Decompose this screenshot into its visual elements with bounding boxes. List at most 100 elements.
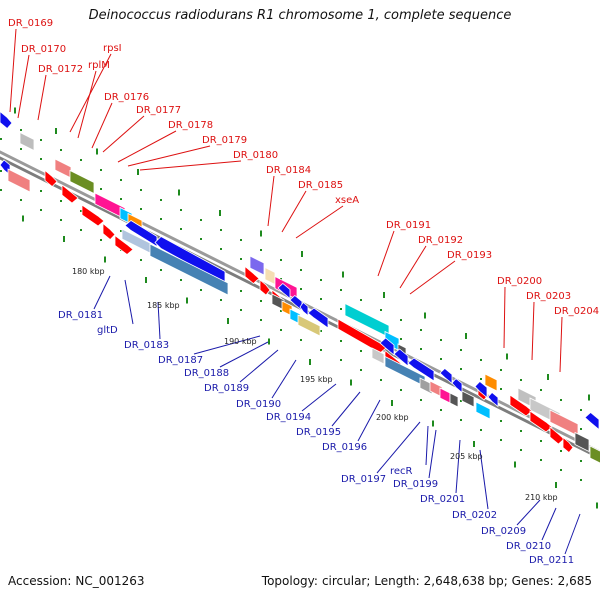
bottom-gene-label: DR_0189 bbox=[204, 383, 249, 394]
gene-arrow[interactable] bbox=[337, 318, 387, 354]
gene-arrow[interactable] bbox=[277, 282, 291, 300]
bottom-gene-label: DR_0195 bbox=[296, 427, 341, 438]
gene-arrow[interactable] bbox=[474, 380, 488, 399]
label-leader bbox=[428, 429, 437, 479]
gene-arrow[interactable] bbox=[589, 445, 600, 465]
gene-arrow[interactable] bbox=[484, 373, 498, 392]
guide-dot bbox=[20, 129, 22, 131]
top-gene-label: DR_0191 bbox=[386, 220, 431, 231]
guide-dot bbox=[160, 199, 162, 201]
guide-dot bbox=[540, 440, 542, 442]
gene-arrow[interactable] bbox=[487, 391, 499, 408]
gene-arrow[interactable] bbox=[379, 337, 395, 356]
gene-arrow[interactable] bbox=[475, 401, 491, 420]
top-gene-label: DR_0192 bbox=[418, 235, 463, 246]
guide-dot bbox=[480, 359, 482, 361]
gene-arrow[interactable] bbox=[259, 279, 271, 296]
label-leader bbox=[157, 301, 161, 340]
guide-dot bbox=[160, 218, 162, 220]
gene-layer bbox=[0, 110, 600, 465]
gene-arrow[interactable] bbox=[244, 265, 260, 285]
gene-arrow[interactable] bbox=[584, 411, 600, 431]
top-gene-label: DR_0200 bbox=[497, 276, 542, 287]
label-leader bbox=[455, 439, 461, 494]
guide-dot bbox=[180, 279, 182, 281]
gene-arrow[interactable] bbox=[549, 426, 565, 445]
bottom-gene-label: DR_0190 bbox=[236, 399, 281, 410]
guide-dot bbox=[180, 228, 182, 230]
guide-dot bbox=[420, 329, 422, 331]
accession-value: NC_001263 bbox=[75, 574, 145, 588]
gene-arrow[interactable] bbox=[439, 387, 451, 404]
length-value: 2,648,638 bp; bbox=[423, 574, 508, 588]
gene-arrow[interactable] bbox=[297, 314, 321, 337]
gene-arrow[interactable] bbox=[574, 431, 590, 453]
genes-value: 2,685 bbox=[557, 574, 592, 588]
position-label: 185 kbp bbox=[147, 301, 180, 310]
gene-arrow[interactable] bbox=[449, 392, 459, 408]
label-leader bbox=[193, 335, 261, 355]
guide-dot bbox=[360, 369, 362, 371]
guide-dot bbox=[500, 420, 502, 422]
gene-arrow[interactable] bbox=[81, 204, 105, 227]
guide-dot bbox=[400, 319, 402, 321]
gene-arrow[interactable] bbox=[102, 222, 116, 241]
guide-dot bbox=[280, 329, 282, 331]
guide-dot bbox=[320, 330, 322, 332]
position-label: 205 kbp bbox=[450, 452, 483, 461]
guide-dot bbox=[240, 239, 242, 241]
label-leader bbox=[281, 190, 307, 233]
guide-dot bbox=[40, 209, 42, 211]
gene-arrow[interactable] bbox=[419, 377, 433, 395]
gene-arrow[interactable] bbox=[393, 348, 409, 367]
guide-dot bbox=[440, 358, 442, 360]
guide-dot bbox=[260, 319, 262, 321]
gene-arrow[interactable] bbox=[264, 266, 276, 286]
guide-dot bbox=[240, 290, 242, 292]
guide-dot bbox=[520, 449, 522, 451]
accession-info: Accession:NC_001263 bbox=[8, 574, 145, 588]
topology-value: circular; bbox=[321, 574, 371, 588]
bottom-gene-label: DR_0187 bbox=[158, 355, 203, 366]
gene-arrow[interactable] bbox=[149, 243, 229, 296]
gene-label-layer: DR_0169DR_0170DR_0172rpsIrplMDR_0176DR_0… bbox=[8, 18, 599, 566]
guide-dot bbox=[0, 138, 2, 140]
guide-dot bbox=[220, 229, 222, 231]
gene-arrow[interactable] bbox=[19, 131, 35, 152]
guide-dot bbox=[580, 428, 582, 430]
guide-dot bbox=[260, 300, 262, 302]
guide-dot bbox=[20, 199, 22, 201]
gene-arrow[interactable] bbox=[54, 158, 72, 179]
gene-arrow[interactable] bbox=[562, 436, 574, 454]
top-gene-label: DR_0204 bbox=[554, 306, 599, 317]
guide-dot bbox=[420, 348, 422, 350]
gene-arrow[interactable] bbox=[407, 357, 435, 382]
label-leader bbox=[117, 130, 177, 163]
guide-dot bbox=[300, 288, 302, 290]
gene-arrow[interactable] bbox=[529, 410, 553, 433]
guide-dot bbox=[20, 148, 22, 150]
gene-arrow[interactable] bbox=[61, 184, 79, 204]
guide-dot bbox=[280, 259, 282, 261]
gene-arrow[interactable] bbox=[299, 301, 309, 317]
gene-arrow[interactable] bbox=[44, 169, 58, 188]
bottom-gene-label: recR bbox=[390, 466, 413, 477]
gene-arrow[interactable] bbox=[7, 168, 31, 193]
guide-dot bbox=[300, 269, 302, 271]
gene-arrow[interactable] bbox=[509, 394, 533, 417]
guide-dot bbox=[580, 460, 582, 462]
gene-arrow[interactable] bbox=[307, 307, 329, 329]
gene-arrow[interactable] bbox=[249, 255, 265, 276]
gene-arrow[interactable] bbox=[114, 234, 134, 256]
top-gene-label: DR_0169 bbox=[8, 18, 53, 29]
bottom-gene-label: DR_0202 bbox=[452, 510, 497, 521]
gene-arrow[interactable] bbox=[371, 347, 385, 365]
gene-arrow[interactable] bbox=[439, 367, 453, 385]
guide-dot bbox=[560, 399, 562, 401]
gene-arrow[interactable] bbox=[461, 390, 475, 408]
guide-dot bbox=[480, 429, 482, 431]
gene-arrow[interactable] bbox=[69, 169, 95, 195]
label-leader bbox=[376, 421, 421, 474]
gene-arrow[interactable] bbox=[0, 110, 13, 130]
guide-dot bbox=[140, 189, 142, 191]
